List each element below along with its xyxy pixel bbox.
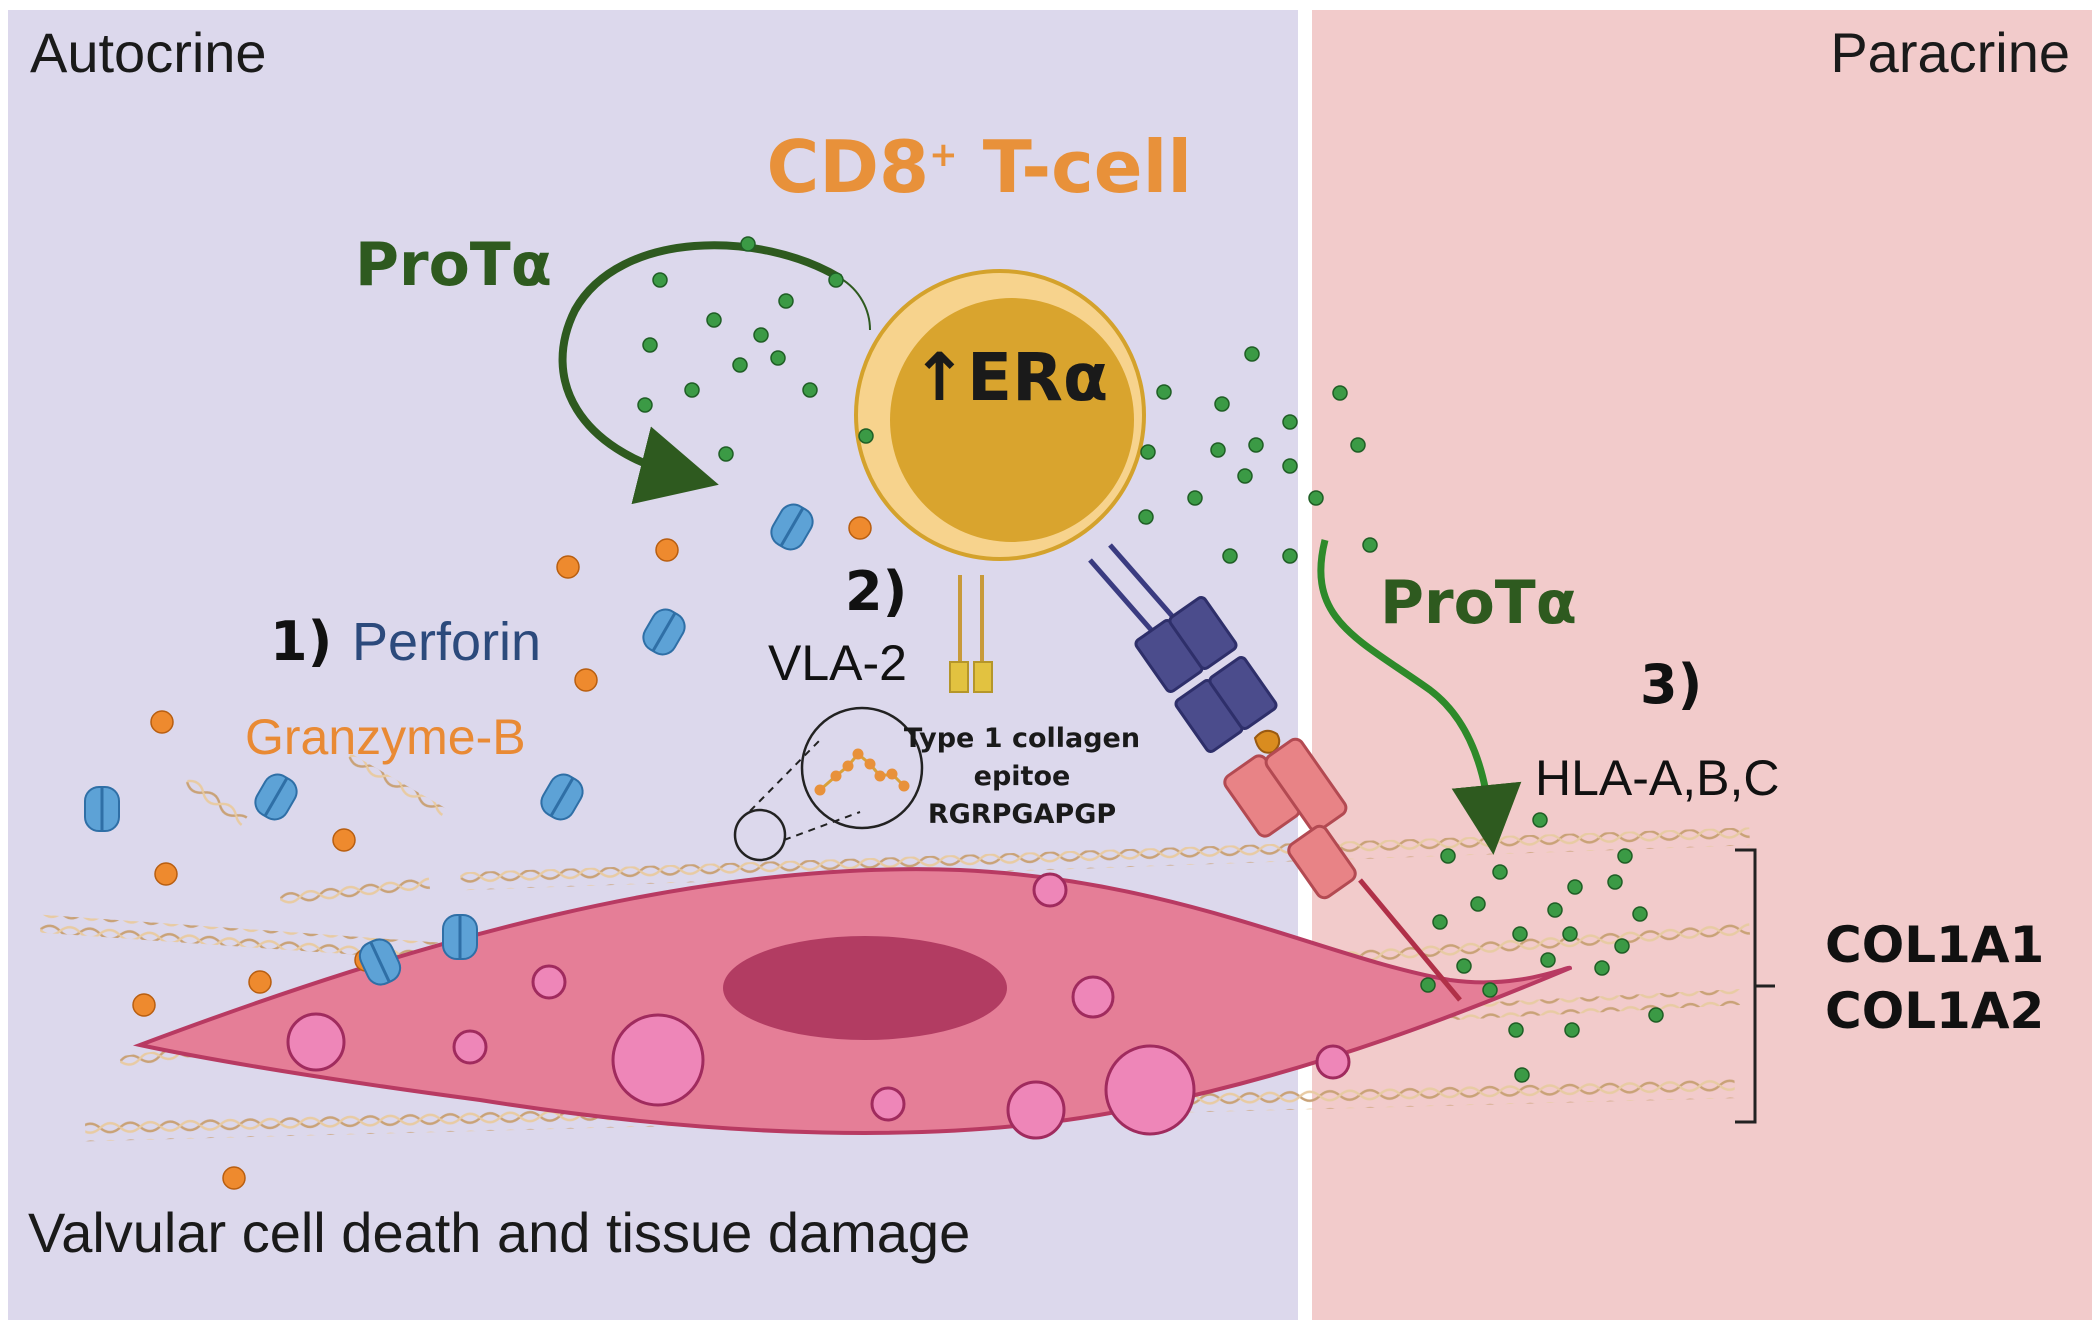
vesicle: [286, 1012, 346, 1072]
vesicle: [1315, 1044, 1351, 1080]
presented-peptide: [1253, 729, 1281, 754]
receptor-label: ↑ERα: [912, 339, 1109, 416]
vesicle: [611, 1013, 705, 1107]
autocrine-title: Autocrine: [30, 21, 267, 84]
paracrine-arrow: [1317, 539, 1522, 855]
vesicle: [1071, 975, 1115, 1019]
perforin-barrels: [84, 503, 814, 986]
prota-dots: [637, 236, 1664, 1083]
tcell-nucleus: [890, 298, 1134, 542]
paracrine-title: Paracrine: [1830, 21, 2070, 84]
epitope-label-line3: RGRPGAPGP: [928, 799, 1116, 830]
valvular-cell: [132, 867, 1573, 1140]
step3-label: 3): [1640, 653, 1702, 716]
epitope-label-line2: epitoe: [974, 761, 1071, 792]
epitope-source-circle: [733, 808, 787, 862]
step1-label: 1): [270, 610, 332, 673]
vesicle: [452, 1029, 488, 1065]
epitope-label-line1: Type 1 collagen: [904, 723, 1140, 754]
cd8-t-cell: [854, 269, 1146, 693]
vla2-label: VLA-2: [768, 635, 907, 691]
vesicle: [1104, 1044, 1196, 1136]
hla-label: HLA-A,B,C: [1535, 750, 1780, 806]
vesicle: [870, 1086, 906, 1122]
vesicle: [1032, 872, 1068, 908]
prota-autocrine-label: ProTα: [355, 230, 552, 300]
tcr-hla-complex: [1088, 543, 1462, 1002]
vesicle: [531, 964, 567, 1000]
col1a1-label: COL1A1: [1825, 916, 2044, 974]
granzyme-label: Granzyme-B: [245, 709, 526, 765]
cell-nucleus: [723, 936, 1007, 1040]
epitope-zoom-circle: [800, 706, 924, 830]
col-bracket: [1735, 848, 1775, 1124]
step2-label: 2): [845, 560, 907, 623]
vesicle: [1006, 1080, 1066, 1140]
bottom-caption: Valvular cell death and tissue damage: [28, 1201, 970, 1264]
epitope-zoom: [733, 706, 924, 862]
prota-paracrine-label: ProTα: [1380, 568, 1577, 638]
tcell-label: CD8+ T-cell: [766, 125, 1192, 209]
vla2-receptor: [949, 575, 993, 693]
autocrine-arrow: [558, 241, 843, 505]
perforin-label: Perforin: [352, 612, 541, 672]
col1a2-label: COL1A2: [1825, 982, 2044, 1040]
